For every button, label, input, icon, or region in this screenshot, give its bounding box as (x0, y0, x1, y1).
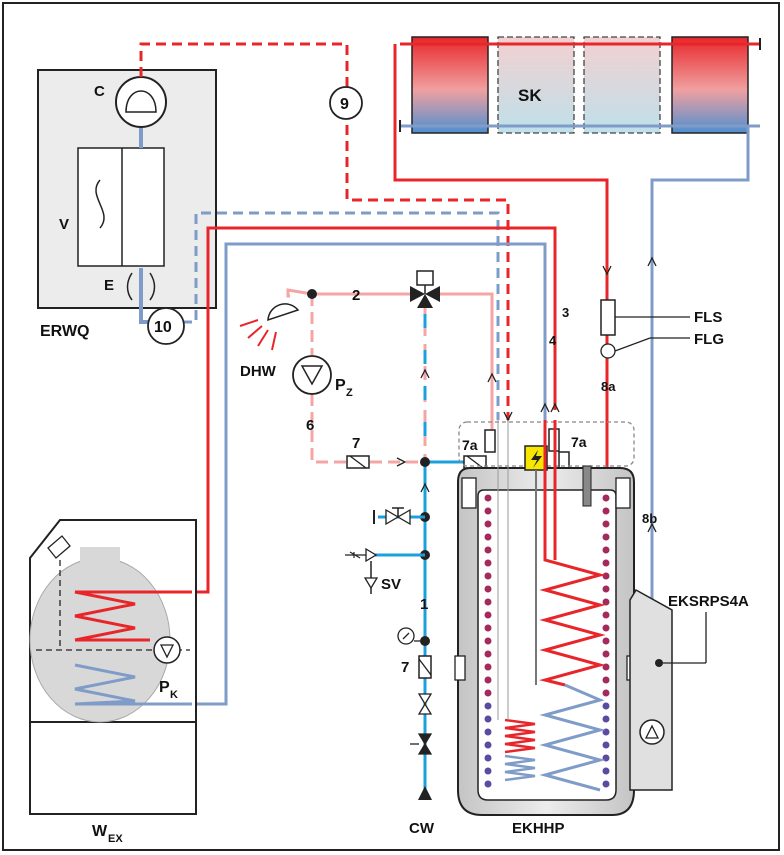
coil-dot (484, 702, 492, 710)
label-line-8b: 8b (642, 511, 657, 526)
label-line-2: 2 (352, 287, 360, 304)
coil-dot (484, 754, 492, 762)
label-line-7a-b: 7a (571, 434, 587, 450)
label-flow-sensor: FLS (694, 309, 722, 326)
label-solar-collector: SK (518, 86, 542, 105)
circle-marker-10 (147, 307, 185, 345)
label-safety-valve: SV (381, 576, 401, 593)
coil-dot (484, 533, 492, 541)
coil-dot (602, 637, 610, 645)
label-boiler-pump: P (159, 679, 170, 696)
coil-dot (484, 611, 492, 619)
coil-dot (484, 546, 492, 554)
coil-dot (602, 780, 610, 788)
coil-dot (484, 624, 492, 632)
coil-dot (602, 598, 610, 606)
label-dhw: DHW (240, 363, 277, 380)
coil-dot (602, 767, 610, 775)
label-line-1: 1 (420, 596, 428, 613)
label-circulation-pump: P (335, 377, 346, 394)
coil-dot (602, 585, 610, 593)
coil-dot (602, 559, 610, 567)
boiler-pipes (192, 226, 557, 706)
coil-dot (602, 624, 610, 632)
label-boiler-pump-sub: K (170, 689, 178, 701)
coil-dot (484, 676, 492, 684)
coil-dot (602, 611, 610, 619)
coil-dot (602, 572, 610, 580)
label-line-8a: 8a (601, 379, 616, 394)
coil-dot (484, 689, 492, 697)
coil-dot (602, 533, 610, 541)
label-line-7-b: 7 (401, 659, 409, 676)
label-cold-water: CW (409, 820, 435, 837)
flow-gauge-icon (600, 343, 616, 359)
label-line-4: 4 (549, 333, 557, 348)
boiler-unit (29, 519, 197, 815)
label-line-6: 6 (306, 417, 314, 434)
flow-arrows (396, 256, 657, 533)
label-circulation-pump-sub: Z (346, 387, 353, 399)
flow-sensor-icon (600, 299, 616, 336)
coil-dot (602, 676, 610, 684)
coil-dot (484, 598, 492, 606)
outdoor-unit (37, 69, 217, 309)
coil-dot (484, 585, 492, 593)
expansion-valve-icon (126, 272, 156, 301)
shower-icon (239, 303, 300, 351)
coil-dot (602, 689, 610, 697)
coil-dot (602, 520, 610, 528)
label-line-7a-a: 7a (462, 437, 478, 453)
solar-collectors (399, 36, 761, 134)
label-fan: V (59, 216, 69, 233)
coil-dot (602, 546, 610, 554)
label-pump-module: EKSRPS4A (668, 593, 749, 610)
three-way-valve-icon (410, 270, 440, 308)
coil-dot (602, 715, 610, 723)
label-flow-gauge: FLG (694, 331, 724, 348)
coil-dot (602, 702, 610, 710)
label-line-3: 3 (562, 305, 569, 320)
coil-dot (602, 650, 610, 658)
coil-dot (484, 637, 492, 645)
coil-dot (484, 728, 492, 736)
coil-dot (484, 520, 492, 528)
storage-tank (454, 420, 638, 816)
coil-dot (484, 494, 492, 502)
circle-marker-9 (329, 86, 363, 120)
cold-water-fittings (345, 507, 433, 800)
coil-dot (484, 741, 492, 749)
label-circle-9: 9 (340, 96, 349, 113)
pump-module (629, 588, 707, 791)
coil-dot (484, 559, 492, 567)
label-boiler-sub: EX (108, 833, 123, 845)
label-compressor: C (94, 83, 105, 100)
label-expansion: E (104, 277, 114, 294)
coil-dot (484, 767, 492, 775)
coil-dot (484, 572, 492, 580)
label-line-7-a: 7 (352, 435, 360, 452)
coil-dot (602, 507, 610, 515)
coil-dot (602, 741, 610, 749)
label-outdoor-unit: ERWQ (40, 323, 89, 340)
coil-dot (484, 507, 492, 515)
label-circle-10: 10 (154, 319, 172, 336)
coil-dot (602, 494, 610, 502)
coil-dot (484, 650, 492, 658)
fan-icon (95, 179, 105, 229)
coil-dot (484, 715, 492, 723)
coil-dot (484, 663, 492, 671)
coil-dot (484, 780, 492, 788)
label-storage-tank: EKHHP (512, 820, 565, 837)
label-boiler: W (92, 823, 108, 840)
